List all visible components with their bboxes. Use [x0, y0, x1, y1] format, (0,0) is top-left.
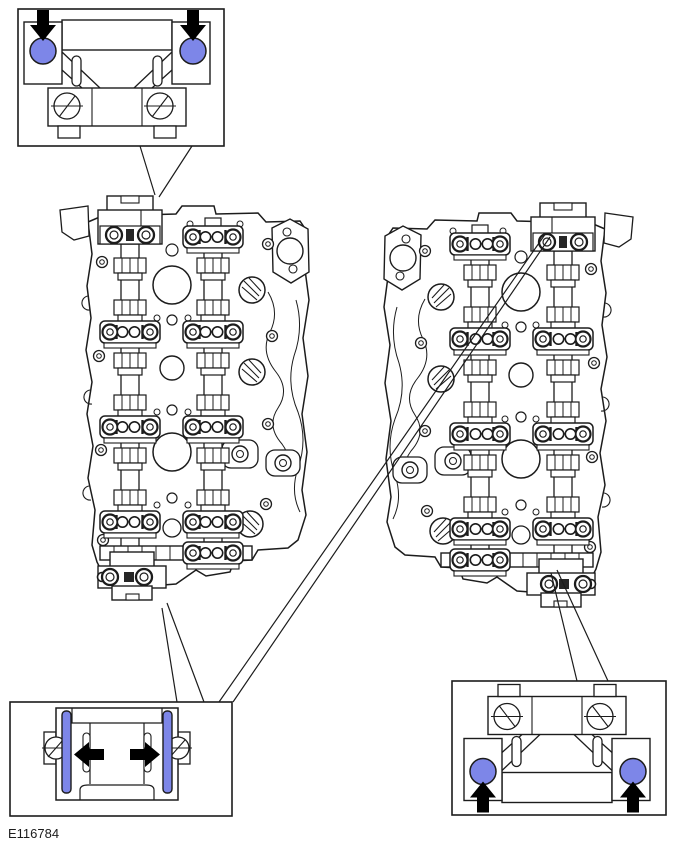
left-arrow-icon: [74, 742, 104, 767]
figure-id-label: E116784: [8, 826, 59, 841]
leader-bottom-left-long: [218, 232, 551, 703]
highlight-seal-right: [162, 710, 173, 794]
leader-bottom-left-short: [161, 602, 205, 703]
right-arrow-icon: [130, 742, 160, 767]
left-cylinder-head: [60, 196, 309, 600]
leader-bottom-right: [550, 569, 609, 682]
highlight-seal-left: [61, 710, 72, 794]
right-cylinder-head: [384, 203, 633, 607]
seal-detail: [42, 707, 192, 801]
leader-top-left: [139, 145, 193, 198]
